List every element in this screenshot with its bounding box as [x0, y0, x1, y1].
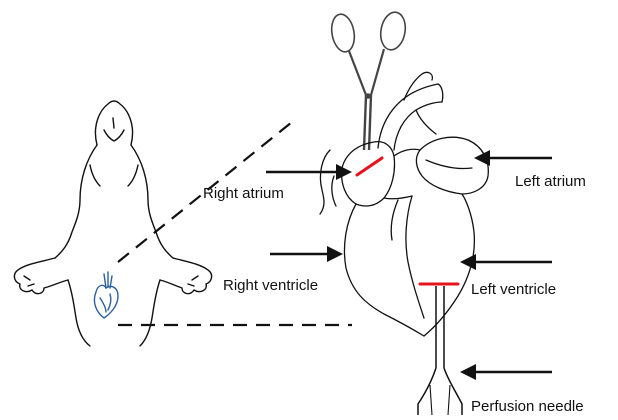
- label-left-ventricle: Left ventricle: [471, 281, 556, 298]
- large-heart-drawing: [320, 72, 488, 336]
- right-atrium-incision: [357, 158, 382, 175]
- small-heart-icon: [94, 272, 118, 318]
- label-perfusion-needle: Perfusion needle: [471, 398, 584, 415]
- label-right-atrium: Right atrium: [203, 185, 284, 202]
- perfusion-needle-icon: [418, 286, 462, 415]
- scissors-icon: [329, 10, 408, 150]
- label-right-ventricle: Right ventricle: [223, 277, 318, 294]
- label-left-atrium: Left atrium: [515, 173, 586, 190]
